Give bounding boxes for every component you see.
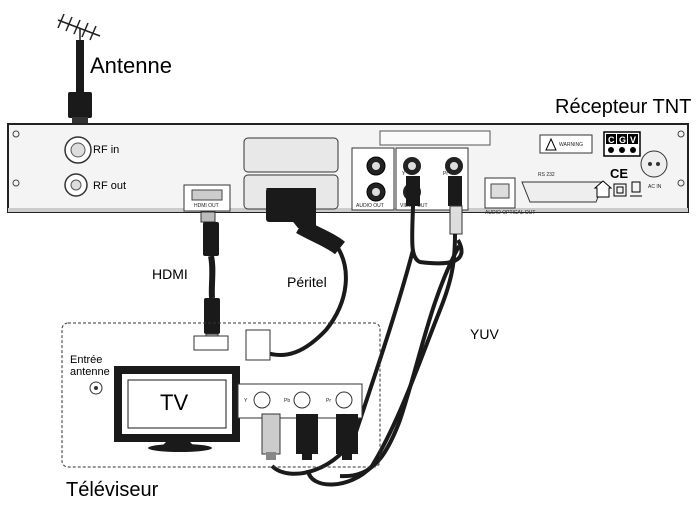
televiseur-label: Téléviseur [66,479,159,501]
optical-out-port: AUDIO OPTICAL OUT [484,177,535,216]
svg-text:G: G [619,135,626,145]
yuv-cables [270,176,464,487]
tv-yuv-plugs [261,413,358,460]
televiseur-outline [61,322,381,468]
tv-antenna-input [89,381,103,395]
rf-out-label: RF out [93,180,126,192]
bin-icon [630,181,642,197]
svg-text:HDMI OUT: HDMI OUT [194,203,219,209]
svg-text:WARNING: WARNING [559,142,583,148]
peritel-cable [250,188,348,358]
tv-label: TV [160,390,188,415]
ac-in-label: AC IN [648,184,662,190]
rf-in-label: RF in [93,144,119,156]
antenna-plug [68,92,92,118]
label-strip [379,130,491,146]
antenna-icon [57,13,101,42]
svg-text:C: C [608,135,615,145]
entree-antenne-line2: antenne [70,366,110,378]
scart-port-upper [243,137,339,173]
ce-mark: CE [610,166,628,181]
warning-label: WARNING [539,134,593,154]
double-insulation-icon [613,183,627,197]
yuv-label: YUV [470,326,499,342]
tv-hdmi-input [193,335,229,351]
audio-out-ports: AUDIO OUT [351,147,395,211]
rs232-port: RS 232 [521,172,605,203]
antenne-label: Antenne [90,53,172,78]
recepteur-label: Récepteur TNT [555,96,691,118]
antenna-cable [76,40,84,94]
svg-text:AUDIO OUT: AUDIO OUT [356,203,384,209]
cgv-logo: C G V [603,131,641,157]
peritel-label: Péritel [287,274,327,290]
svg-text:Pr: Pr [326,398,331,404]
house-icon [593,180,613,198]
hdmi-out-port: HDMI OUT [183,184,231,212]
hdmi-label: HDMI [152,266,188,282]
tv-icon [114,366,240,452]
svg-text:AUDIO OPTICAL OUT: AUDIO OPTICAL OUT [485,210,535,216]
svg-text:Pb: Pb [284,398,290,404]
entree-antenne-line1: Entrée [70,354,102,366]
svg-text:Pr: Pr [443,171,448,177]
tv-scart-input [245,329,271,361]
tv-yuv-input: Y Pb Pr [237,383,363,419]
svg-text:RS 232: RS 232 [538,172,555,178]
svg-text:V: V [630,135,636,145]
svg-text:Y: Y [244,398,248,404]
rf-in-connector [64,136,92,164]
hdmi-cable [200,211,220,343]
rf-out-connector [64,173,88,197]
svg-text:Y: Y [402,171,406,177]
power-socket [640,150,668,178]
